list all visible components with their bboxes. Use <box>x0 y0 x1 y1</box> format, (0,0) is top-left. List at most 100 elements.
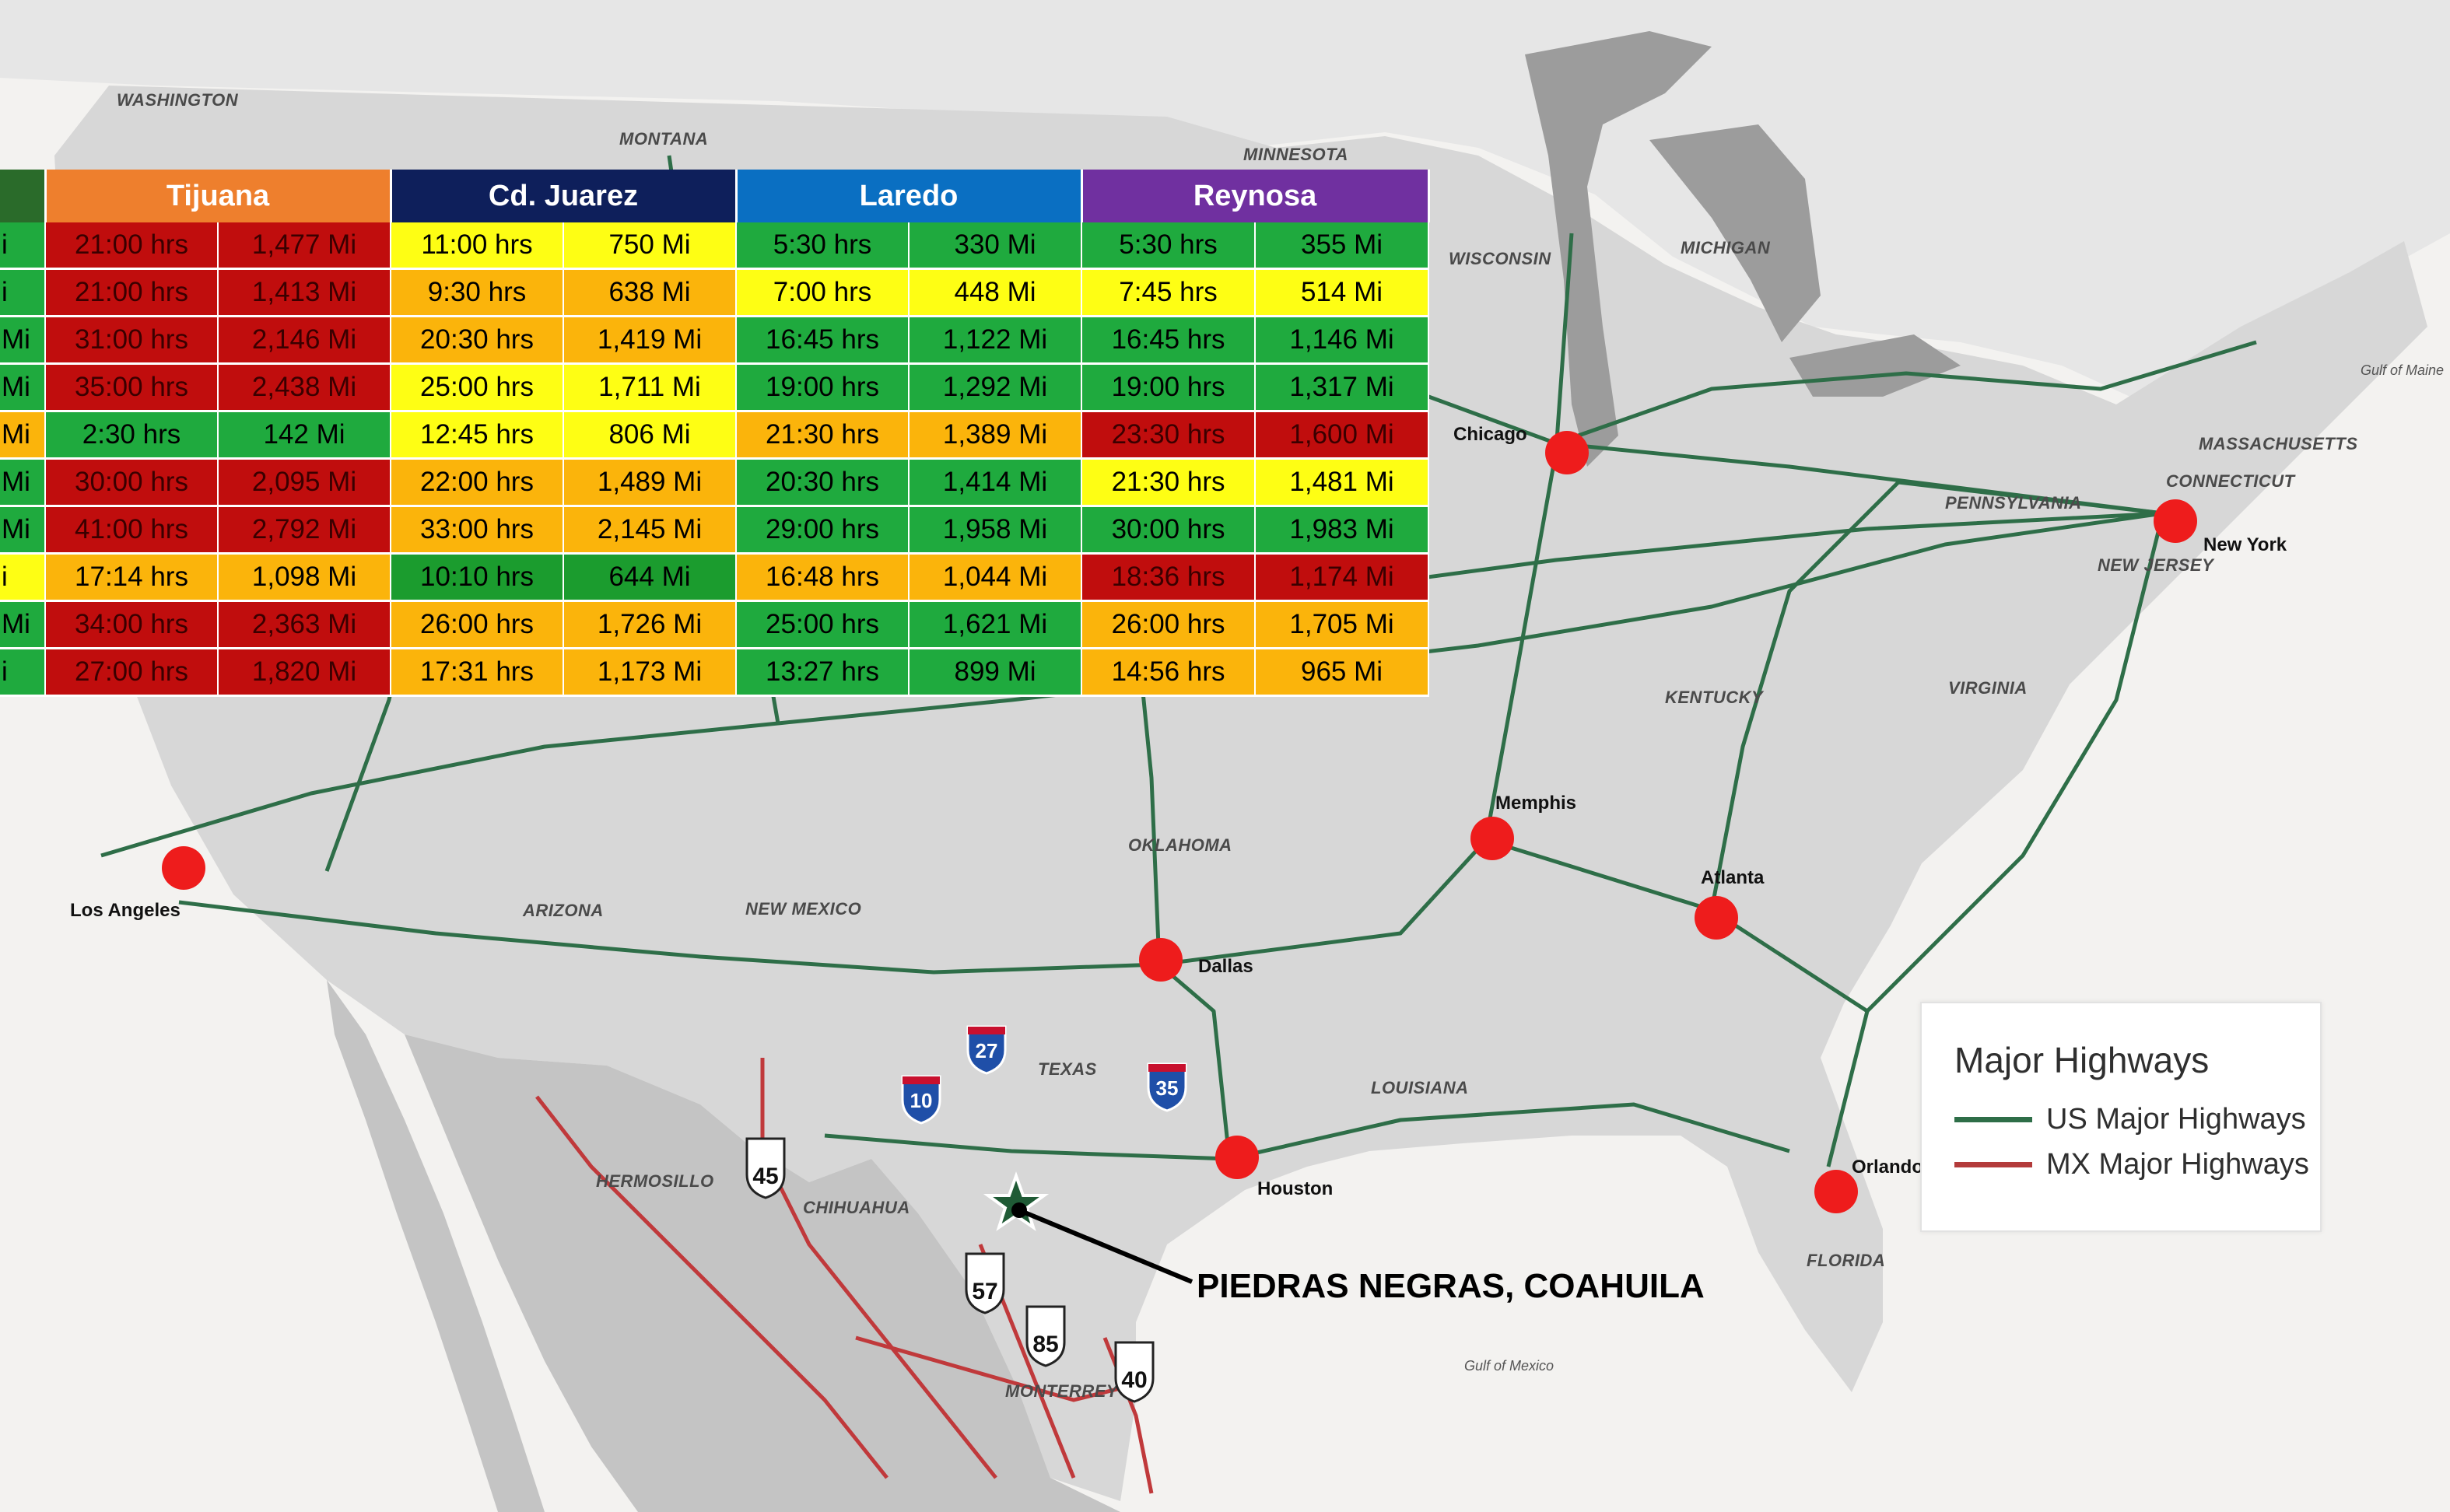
table-cell-distance: 1,146 Mi <box>1255 316 1430 365</box>
table-cell-time: 19:00 hrs <box>1081 363 1257 412</box>
table-cell-distance: 1,477 Mi <box>218 222 391 270</box>
table-cell-time: 12:45 hrs <box>391 411 564 460</box>
table-cell-distance: 1,414 Mi <box>909 458 1083 507</box>
city-label-new-york: New York <box>2203 534 2287 555</box>
table-cell-distance: 1,173 Mi <box>563 648 738 697</box>
table-cell-distance: 1,600 Mi <box>1255 411 1430 460</box>
state-label: VIRGINIA <box>1948 678 2028 698</box>
table-cell-distance: 806 Mi <box>563 411 738 460</box>
legend-swatch-us <box>1954 1116 2032 1122</box>
us-highway-segment <box>1158 963 1232 1160</box>
state-label: WISCONSIN <box>1449 249 1551 268</box>
city-dot <box>1470 817 1514 860</box>
table-cell-distance: 355 Mi <box>1255 222 1430 270</box>
city-label-chicago: Chicago <box>1453 424 1527 445</box>
city-dot <box>1814 1170 1858 1213</box>
header-cell-tijuana: Tijuana <box>45 170 392 222</box>
state-label: MICHIGAN <box>1681 238 1771 257</box>
mx-highway-segment <box>855 1335 1137 1402</box>
table-cell-time: 13:27 hrs <box>736 648 910 697</box>
table-cell-distance: 1,958 Mi <box>909 506 1083 555</box>
city-dot <box>2154 499 2197 543</box>
table-cell-distance: 1,317 Mi <box>1255 363 1430 412</box>
table-cell-origin: Mi <box>0 363 46 412</box>
table-cell-time: 9:30 hrs <box>391 268 564 317</box>
table-cell-time: 30:00 hrs <box>45 458 219 507</box>
city-label-dallas: Dallas <box>1198 956 1253 977</box>
table-cell-time: 35:00 hrs <box>45 363 219 412</box>
state-label: MONTERREY <box>1005 1381 1120 1401</box>
table-header-row: Tijuana Cd. Juarez Laredo Reynosa <box>0 170 1430 222</box>
table-cell-time: 20:30 hrs <box>391 316 564 365</box>
table-cell-time: 11:00 hrs <box>391 222 564 270</box>
city-dot <box>1545 431 1589 474</box>
callout-leader-line <box>1018 1208 1193 1284</box>
table-cell-distance: 1,044 Mi <box>909 553 1083 602</box>
table-cell-time: 33:00 hrs <box>391 506 564 555</box>
mx-highway-segment <box>760 1058 997 1479</box>
city-markers <box>162 431 2197 1213</box>
legend-label-mx: MX Major Highways <box>2046 1147 2309 1181</box>
table-cell-time: 16:45 hrs <box>1081 316 1257 365</box>
us-highway-segment <box>1484 233 1574 841</box>
table-cell-time: 21:30 hrs <box>1081 458 1257 507</box>
table-cell-time: 31:00 hrs <box>45 316 219 365</box>
table-cell-time: 17:14 hrs <box>45 553 219 602</box>
header-cell-origin <box>0 170 47 222</box>
state-label: MONTANA <box>619 129 708 149</box>
shield-number: 35 <box>1156 1076 1179 1100</box>
mx-shield-45: 45 <box>745 1137 786 1199</box>
legend-swatch-mx <box>1954 1161 2032 1167</box>
table-cell-distance: 1,621 Mi <box>909 600 1083 649</box>
state-label: MINNESOTA <box>1243 145 1348 164</box>
us-highway-segment <box>1709 480 2164 911</box>
city-labels: Chicago New York Memphis Atlanta Los Ang… <box>70 424 2287 1199</box>
table-cell-time: 16:48 hrs <box>736 553 910 602</box>
table-cell-time: 21:00 hrs <box>45 222 219 270</box>
table-cell-distance: 1,122 Mi <box>909 316 1083 365</box>
mx-shield-57: 57 <box>965 1252 1005 1314</box>
table-cell-time: 26:00 hrs <box>1081 600 1257 649</box>
table-cell-time: 18:36 hrs <box>1081 553 1257 602</box>
table-cell-origin: Mi <box>0 600 46 649</box>
state-label: MASSACHUSETTS <box>2199 434 2358 453</box>
table-cell-distance: 1,726 Mi <box>563 600 738 649</box>
table-cell-distance: 1,489 Mi <box>563 458 738 507</box>
city-dot <box>1215 1136 1259 1179</box>
state-label: WASHINGTON <box>117 90 239 110</box>
table-cell-distance: 330 Mi <box>909 222 1083 270</box>
table-cell-origin: i <box>0 648 46 697</box>
legend-label-us: US Major Highways <box>2046 1102 2306 1136</box>
table-cell-distance: 142 Mi <box>218 411 391 460</box>
table-cell-distance: 965 Mi <box>1255 648 1430 697</box>
table-cell-time: 27:00 hrs <box>45 648 219 697</box>
table-cell-distance: 1,389 Mi <box>909 411 1083 460</box>
water-label: Gulf of Maine <box>2361 362 2444 378</box>
mx-shield-40: 40 <box>1114 1341 1155 1403</box>
city-dot <box>162 846 205 890</box>
table-cell-time: 29:00 hrs <box>736 506 910 555</box>
table-cell-origin: i <box>0 222 46 270</box>
legend-title: Major Highways <box>1954 1040 2210 1080</box>
state-label: TEXAS <box>1038 1059 1097 1079</box>
legend-item-mx: MX Major Highways <box>1954 1145 2309 1184</box>
table-cell-time: 19:00 hrs <box>736 363 910 412</box>
shield-number: 40 <box>1121 1367 1147 1393</box>
state-labels: WASHINGTON MONTANA MINNESOTA WISCONSIN M… <box>117 90 2358 1401</box>
table-cell-time: 25:00 hrs <box>736 600 910 649</box>
table-cell-distance: 750 Mi <box>563 222 738 270</box>
table-cell-time: 23:30 hrs <box>1081 411 1257 460</box>
us-highway-segment <box>1866 513 2165 1013</box>
shield-number: 27 <box>976 1039 998 1062</box>
table-cell-distance: 448 Mi <box>909 268 1083 317</box>
shield-number: 10 <box>910 1089 933 1112</box>
city-dot <box>1695 896 1738 940</box>
map-legend: Major Highways US Major Highways MX Majo… <box>1920 1002 2322 1232</box>
state-label: ARIZONA <box>522 901 604 920</box>
city-label-los-angeles: Los Angeles <box>70 900 181 921</box>
